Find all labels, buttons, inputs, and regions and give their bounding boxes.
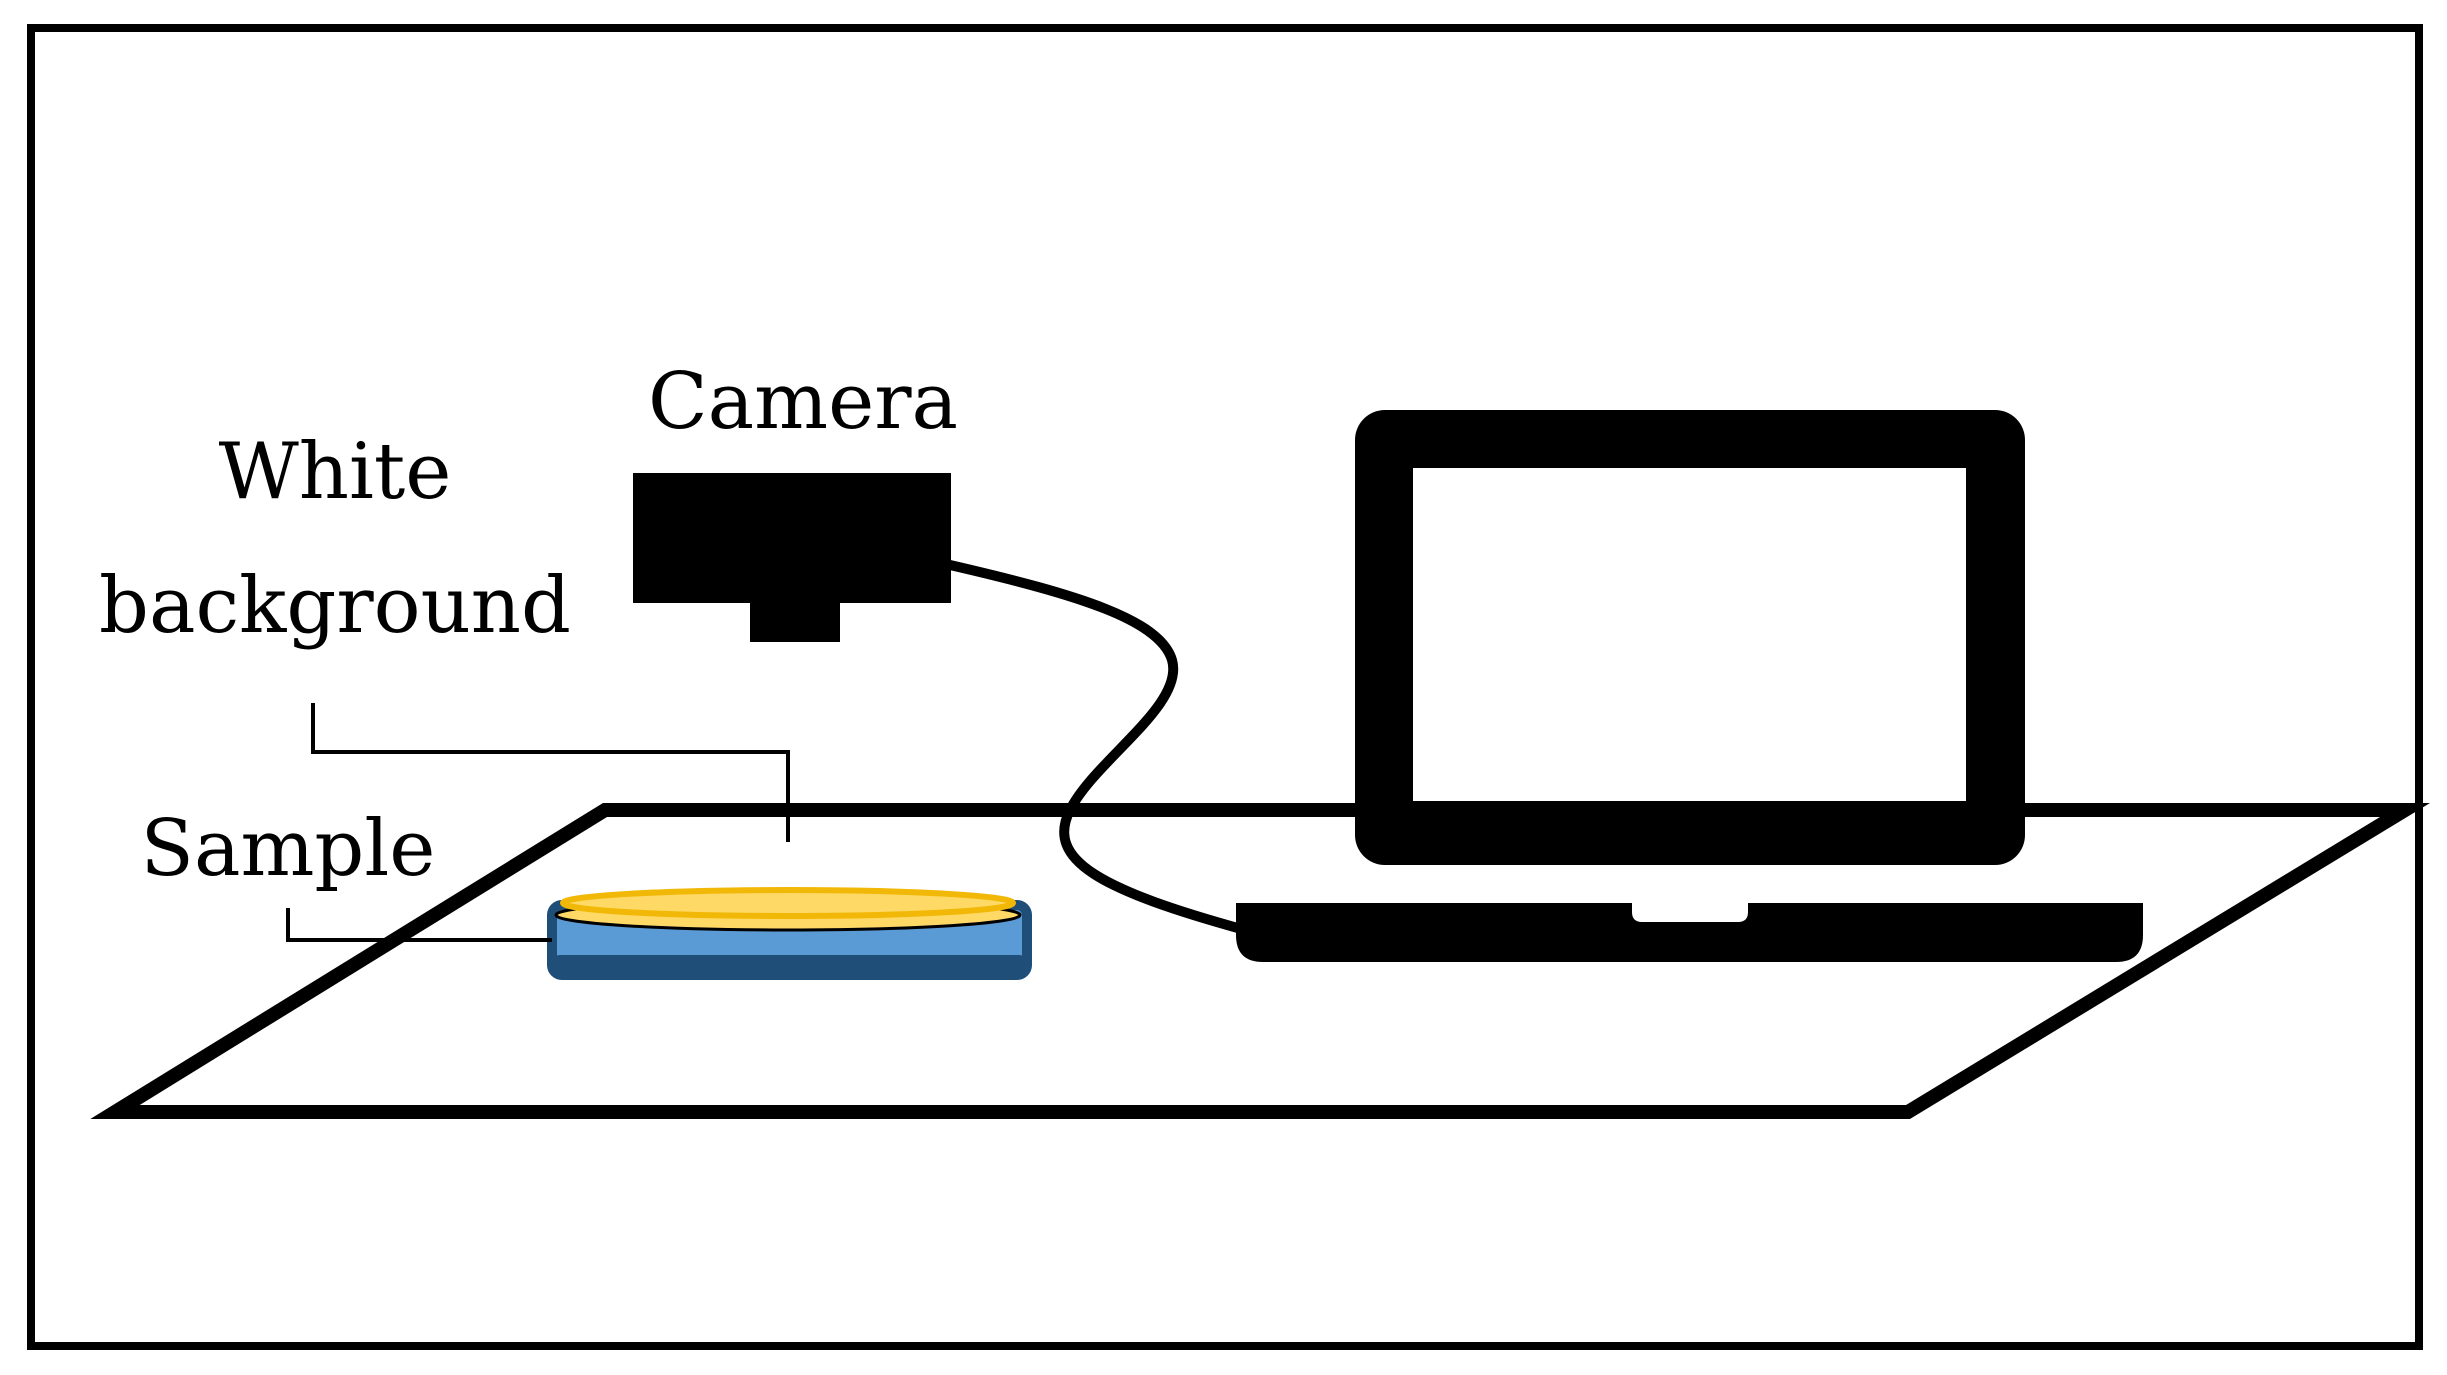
camera-cable xyxy=(945,560,1250,935)
outer-frame xyxy=(27,24,2423,1350)
laptop-icon xyxy=(1236,410,2143,962)
camera-label: Camera xyxy=(648,357,958,447)
white-background-label-line2: background xyxy=(99,561,571,651)
sample-label: Sample xyxy=(141,804,436,894)
white-background-label-line1: White xyxy=(219,427,452,517)
camera-icon xyxy=(633,473,951,642)
sample-leader xyxy=(286,908,552,942)
sample-dish-icon xyxy=(547,887,1032,980)
white-background-leader xyxy=(311,703,790,842)
